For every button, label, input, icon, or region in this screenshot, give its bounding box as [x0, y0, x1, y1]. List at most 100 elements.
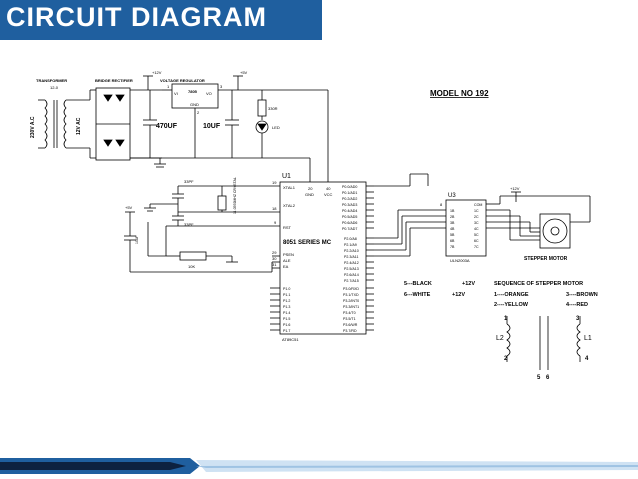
stepper-motor [510, 213, 571, 249]
sequence-3: 3----BROWN [566, 292, 598, 298]
port-to-driver-wires [374, 173, 446, 257]
p2-pin-label: P2.3/A11 [344, 255, 359, 259]
p3-pin-label: P3.4/T0 [343, 311, 356, 315]
p3-pin-label: P3.5/T1 [343, 317, 356, 321]
p2-pin-label: P2.2/A10 [344, 249, 359, 253]
sequence-2: 2----YELLOW [494, 302, 529, 308]
cap-b-label: 33PF [184, 222, 194, 227]
reset-cap-label: 10UF [135, 235, 139, 244]
led-label: LED [272, 125, 280, 130]
xtal1-label: XTAL1 [283, 185, 296, 190]
xtal2-label: XTAL2 [283, 203, 296, 208]
p2-pin-label: P2.0/A8 [344, 237, 357, 241]
driver-input-pin-label: 4B [450, 227, 455, 231]
mcu-name: 8051 SERIES MC [283, 240, 332, 246]
p3-pin-label: P3.7/RD [343, 329, 357, 333]
driver-labels: U3 ULN2003A 8 +12V 1B2B3B4B5B6B7BCOM1C2C… [440, 186, 520, 263]
mcu-8051 [279, 181, 367, 335]
coil-pin-6: 6 [546, 375, 550, 381]
legend-white-volt: +12V [452, 292, 465, 298]
page-title: CIRCUIT DIAGRAM [6, 2, 267, 32]
vcc-pin: 40 [326, 186, 331, 191]
driver-output-pin-label: 4C [474, 227, 479, 231]
sequence-4: 4----RED [566, 302, 588, 308]
driver-plus12: +12V [510, 186, 520, 191]
driver-pin-top: 8 [440, 202, 443, 207]
pin-29: 29 [272, 250, 277, 255]
regulator-ic: 7805 [188, 89, 198, 94]
coil-l1-label: L1 [584, 335, 592, 342]
power-labels: TRANSFORMER 12-0 230V A.C 12V AC BRIDGE … [30, 70, 280, 138]
p0-pin-label: P0.4/AD4 [342, 209, 357, 213]
p0-pin-label: P0.0/AD0 [342, 185, 357, 189]
driver-input-pin-label: 6B [450, 239, 455, 243]
pin-19: 19 [272, 180, 277, 185]
bridge-label: BRIDGE RECTIFIER [95, 78, 133, 83]
p0-pin-label: P0.1/AD1 [342, 191, 357, 195]
vo-label: VO [206, 91, 212, 96]
clock-labels: 33PF 33PF 11.0592MHZ CRYSTAL +5V 10UF 10… [125, 177, 237, 269]
driver-input-pin-label: 2B [450, 215, 455, 219]
p0-pin-label: P0.5/AD5 [342, 215, 357, 219]
mcu-labels: U1 XTAL1 XTAL2 RST PSEN ALE EA 8051 SERI… [272, 173, 359, 342]
driver-ref: U3 [448, 193, 456, 199]
driver-input-pin-label: 5B [450, 233, 455, 237]
p1-pin-label: P1.1 [283, 293, 290, 297]
mcu-part: AT89C51 [282, 337, 299, 342]
vi-label: VI [174, 91, 178, 96]
legend-black-volt: +12V [462, 281, 475, 287]
coil-pin-1: 1 [504, 316, 508, 322]
p0-pin-label: P0.7/AD7 [342, 227, 357, 231]
driver-output-pin-label: 6C [474, 239, 479, 243]
ea-label: EA [283, 264, 289, 269]
p2-pin-label: P2.6/A14 [344, 273, 359, 277]
ac-input-label: 230V A.C [30, 116, 36, 138]
crystal-oscillator [144, 185, 280, 226]
plus5-label: +5V [125, 205, 133, 210]
title-banner: CIRCUIT DIAGRAM [0, 0, 322, 40]
uln2003-driver [445, 191, 591, 257]
regulator-label: VOLTAGE REGULATOR [160, 78, 205, 83]
coil-pin-2: 2 [504, 356, 508, 362]
pin-out: 3 [220, 84, 223, 89]
driver-output-pin-label: COM [474, 203, 482, 207]
coil-pin-5: 5 [537, 375, 541, 381]
p3-pin-label: P3.3/INT1 [343, 305, 359, 309]
p1-pin-label: P1.0 [283, 287, 290, 291]
pin-18: 18 [272, 206, 277, 211]
mcu-ref: U1 [282, 173, 291, 180]
sequence-1: 1----ORANGE [494, 292, 529, 298]
ale-label: ALE [283, 258, 291, 263]
gnd-pin: 20 [308, 186, 313, 191]
plus5-top: +5V [240, 70, 248, 75]
voltage-regulator [171, 83, 238, 158]
transformer-label: TRANSFORMER [36, 78, 67, 83]
p1-pin-label: P1.4 [283, 311, 290, 315]
p3-pin-label: P3.2/INT0 [343, 299, 359, 303]
p3-pin-label: P3.0/RXD [343, 287, 359, 291]
capacitor-10uf [225, 90, 239, 158]
driver-output-pin-label: 5C [474, 233, 479, 237]
vcc-pin-label: VCC [324, 192, 333, 197]
driver-output-pin-label: 1C [474, 209, 479, 213]
transformer [38, 90, 91, 158]
driver-input-pin-label: 1B [450, 209, 455, 213]
led [255, 120, 269, 158]
psen-label: PSEN [283, 252, 294, 257]
gnd-pin-label: GND [305, 192, 314, 197]
p0-pin-label: P0.6/AD6 [342, 221, 357, 225]
p2-pin-label: P2.5/A13 [344, 267, 359, 271]
reset-circuit [124, 211, 280, 273]
model-label: MODEL NO 192 [430, 89, 489, 98]
driver-output-pin-label: 2C [474, 215, 479, 219]
legend-white: 6---WHITE [404, 292, 431, 298]
resistor-led-label: 330R [268, 106, 278, 111]
plus12-top: +12V [152, 70, 162, 75]
crystal-label: 11.0592MHZ CRYSTAL [233, 177, 237, 214]
resistor-330r [257, 90, 267, 120]
driver-input-pin-label: 7B [450, 245, 455, 249]
legend-black: 5---BLACK [404, 281, 432, 287]
pin-31: 31 [272, 262, 277, 267]
p0-pin-label: P0.3/AD3 [342, 203, 357, 207]
coil-pin-3: 3 [576, 316, 580, 322]
